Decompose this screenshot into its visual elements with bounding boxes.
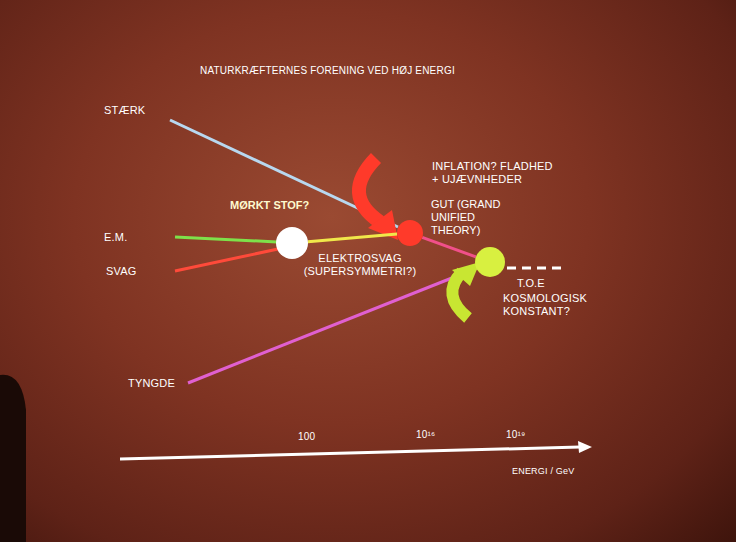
node-label: GUT (GRAND UNIFIED THEORY) bbox=[431, 198, 523, 237]
text-label: 10¹⁹ bbox=[506, 428, 526, 441]
text-label: ENERGI / GeV bbox=[512, 465, 574, 478]
node-label: MØRKT STOF? bbox=[230, 199, 309, 212]
connector-line bbox=[308, 234, 397, 242]
text-label: STÆRK bbox=[104, 104, 145, 117]
text-label: 100 bbox=[298, 430, 315, 443]
circle-fill bbox=[397, 220, 423, 246]
circle-shape bbox=[276, 227, 308, 259]
toe-dashed-line bbox=[507, 267, 562, 270]
circle-fill bbox=[475, 247, 505, 277]
text-label: KOSMOLOGISK KONSTANT? bbox=[503, 292, 585, 318]
em-line bbox=[175, 237, 277, 242]
circle-fill bbox=[276, 227, 308, 259]
energy-circle: GUT (GRAND UNIFIED THEORY) bbox=[397, 220, 423, 246]
circle-shape bbox=[397, 220, 423, 246]
text-label: SVAG bbox=[106, 265, 137, 278]
force-connector bbox=[308, 234, 397, 242]
person-silhouette bbox=[0, 375, 26, 542]
energy-circle: MØRKT STOF? bbox=[276, 227, 308, 259]
text-label: 10¹⁶ bbox=[416, 428, 435, 441]
circle-shape bbox=[475, 247, 505, 277]
energy-axis bbox=[120, 447, 580, 459]
text-label: TYNGDE bbox=[128, 377, 175, 390]
force-connector bbox=[422, 237, 476, 256]
energy-circle: T.O.E bbox=[475, 247, 505, 277]
text-label: INFLATION? FLADHED + UJÆVNHEDER bbox=[432, 160, 554, 186]
energy-axis-head bbox=[578, 441, 592, 453]
slide-title: NATURKRÆFTERNES FORENING VED HØJ ENERGI bbox=[200, 64, 455, 77]
connector-line bbox=[422, 237, 476, 256]
node-label: T.O.E bbox=[517, 277, 545, 290]
gravity-line bbox=[188, 268, 477, 383]
strong-line bbox=[170, 120, 398, 227]
text-label: E.M. bbox=[104, 231, 127, 244]
inflation-arrow bbox=[359, 158, 380, 222]
edge-label: ELEKTROSVAG (SUPERSYMMETRI?) bbox=[300, 252, 420, 278]
weak-line bbox=[175, 249, 278, 271]
